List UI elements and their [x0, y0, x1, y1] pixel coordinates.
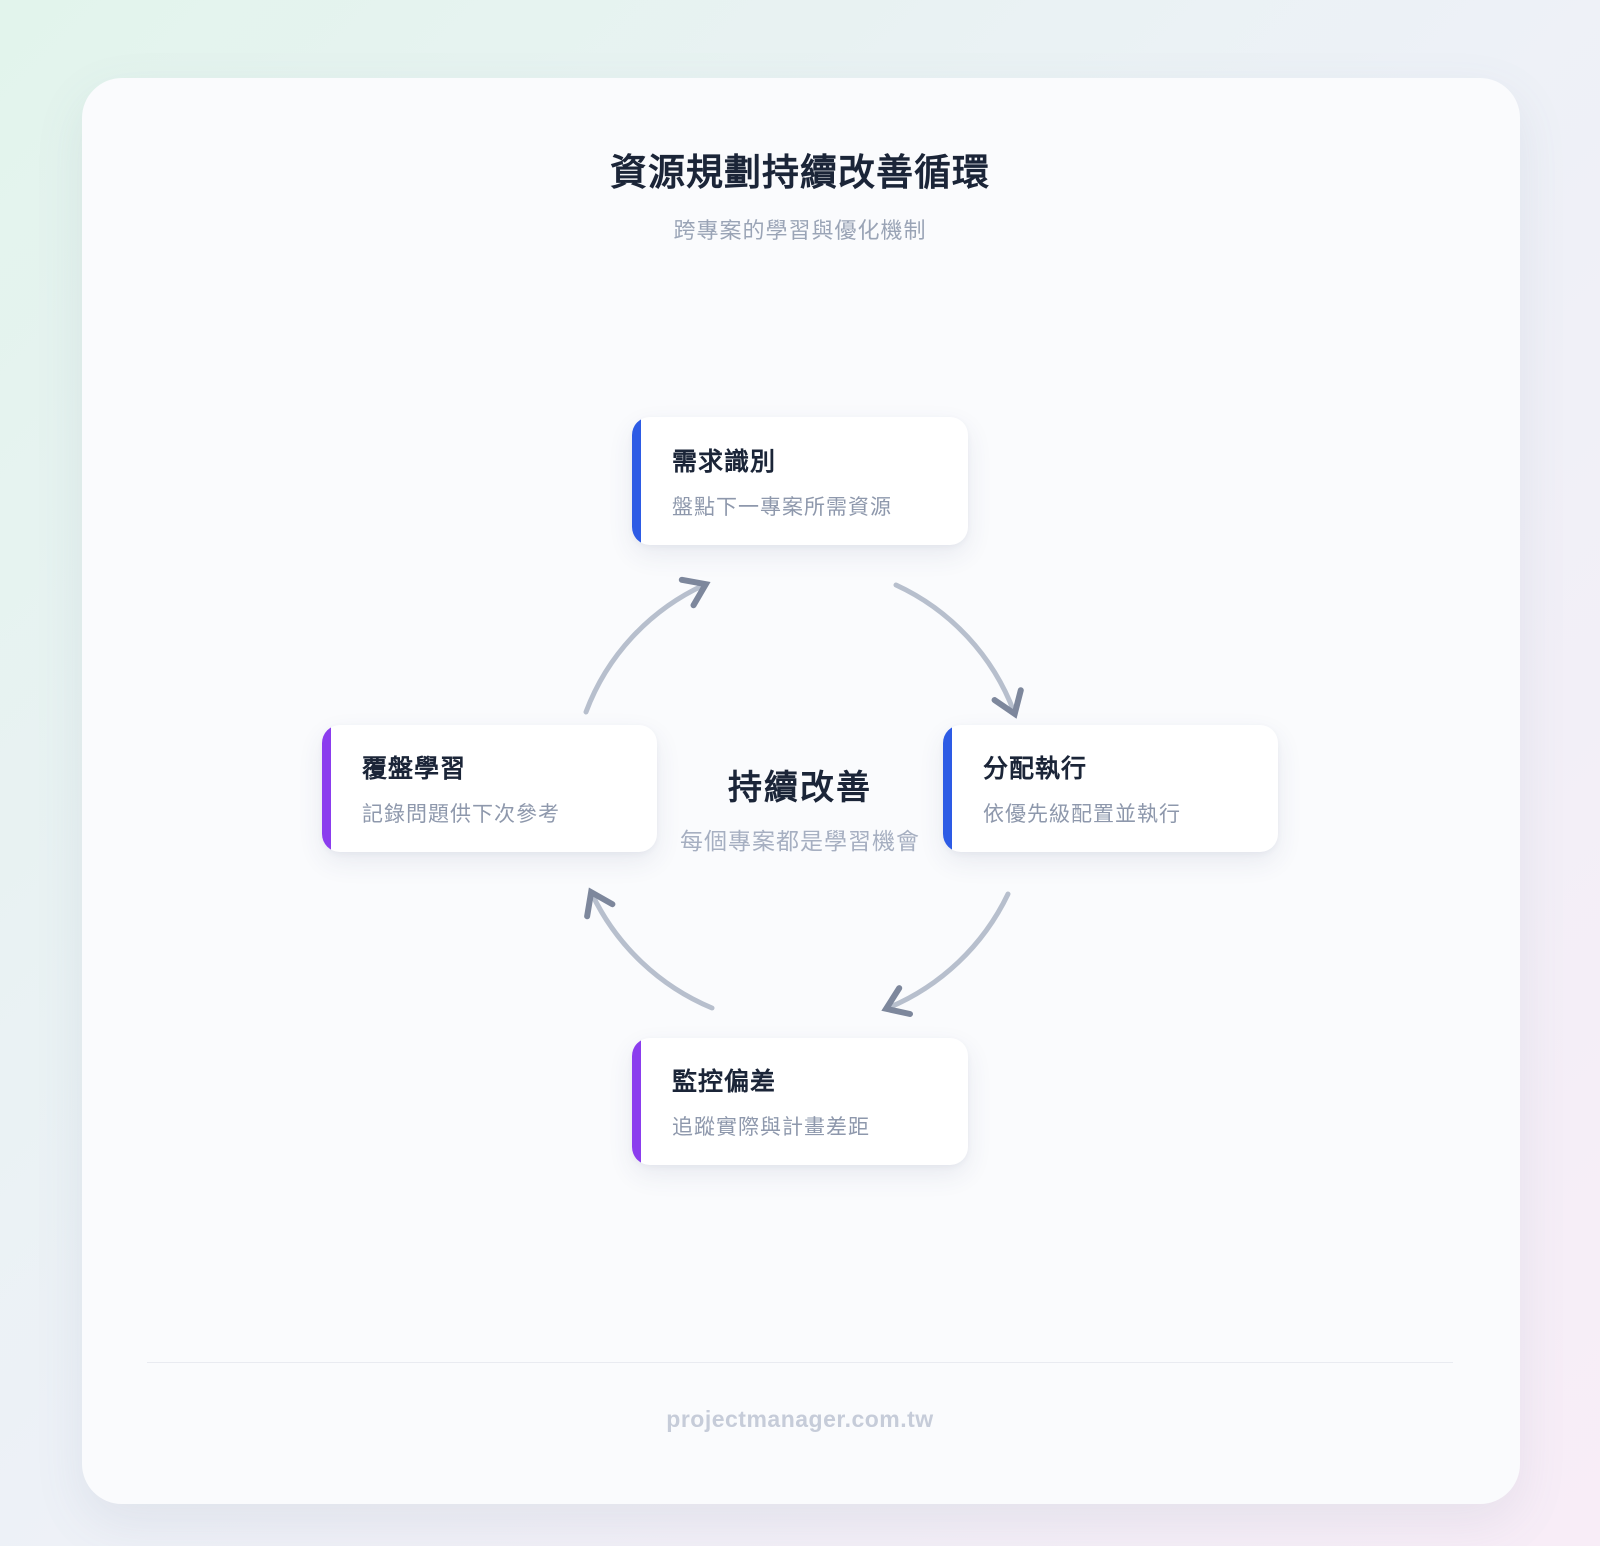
stage-card-retrospective-learning: 覆盤學習 記錄問題供下次參考	[322, 725, 657, 852]
stage-title: 監控偏差	[672, 1068, 777, 1096]
diagram-panel	[82, 78, 1520, 1504]
stage-description: 追蹤實際與計畫差距	[672, 1116, 870, 1139]
card-accent-bar	[632, 417, 641, 545]
stage-card-allocate-execute: 分配執行 依優先級配置並執行	[943, 725, 1278, 852]
stage-title: 需求識別	[672, 447, 777, 476]
footer-divider	[147, 1362, 1453, 1363]
stage-title: 覆盤學習	[362, 755, 467, 783]
page-title: 資源規劃持續改善循環	[610, 152, 990, 193]
card-accent-bar	[322, 725, 331, 852]
stage-card-monitor-deviation: 監控偏差 追蹤實際與計畫差距	[632, 1038, 968, 1165]
watermark-text: projectmanager.com.tw	[666, 1406, 934, 1432]
center-title: 持續改善	[728, 769, 872, 807]
card-accent-bar	[632, 1038, 641, 1165]
center-subtitle: 每個專案都是學習機會	[680, 828, 920, 854]
stage-card-demand-identification: 需求識別 盤點下一專案所需資源	[632, 417, 968, 545]
stage-description: 依優先級配置並執行	[983, 803, 1181, 826]
card-accent-bar	[943, 725, 952, 852]
page-subtitle: 跨專案的學習與優化機制	[673, 218, 927, 243]
stage-title: 分配執行	[983, 755, 1088, 783]
stage-description: 盤點下一專案所需資源	[672, 495, 892, 519]
stage-description: 記錄問題供下次參考	[362, 803, 560, 826]
cycle-center-label: 持續改善 每個專案都是學習機會	[0, 760, 1600, 856]
